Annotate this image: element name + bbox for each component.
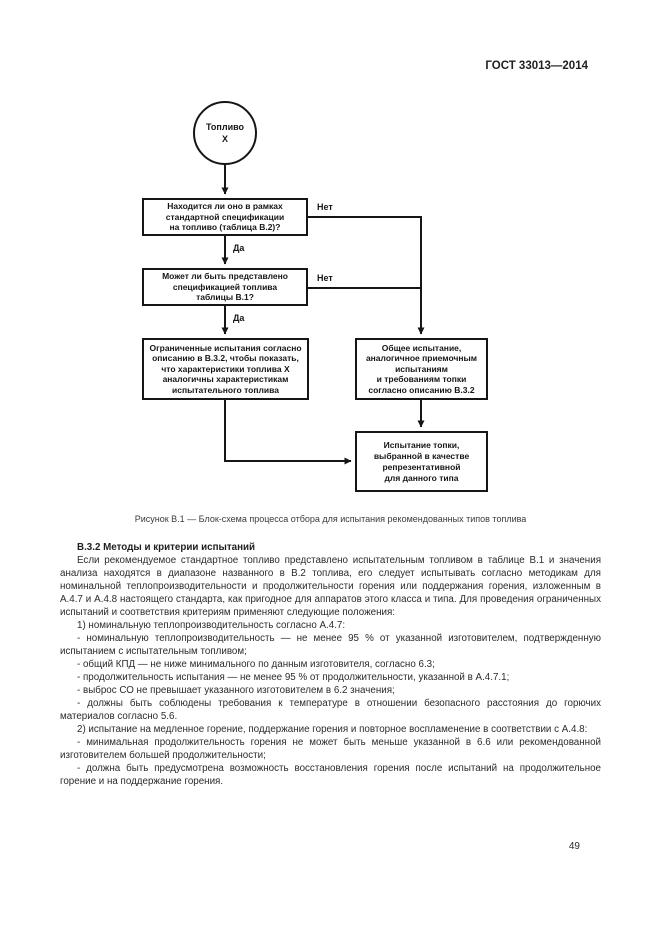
connector-limited-to-final xyxy=(224,400,352,465)
paragraph-item-1: 1) номинальную теплопроизводительность с… xyxy=(77,620,346,631)
flowchart-box-general-tests: Общее испытание, аналогичное приемочным … xyxy=(355,338,488,400)
page-number: 49 xyxy=(568,841,580,852)
paragraph-item-2: 2) испытание на медленное горение, подде… xyxy=(77,724,588,735)
flowchart-box-limited-tests: Ограниченные испытания согласно описанию… xyxy=(142,338,309,400)
branch-label-yes-2: Да xyxy=(233,313,245,323)
flowchart-decision-spec-b1: Может ли быть представлено спецификацией… xyxy=(142,268,308,306)
figure-caption: Рисунок В.1 — Блок-схема процесса отбора… xyxy=(134,514,527,524)
flowchart-box-final-test: Испытание топки, выбранной в качестве ре… xyxy=(355,431,488,492)
paragraph-bullet-nominal: - номинальную теплопроизводительность — … xyxy=(60,633,601,657)
paragraph-bullet-kpd: - общий КПД — не ниже минимального по да… xyxy=(77,659,435,670)
paragraph-bullet-min-duration: - минимальная продолжительность горения … xyxy=(60,737,601,761)
section-body: В.3.2 Методы и критерии испытаний Если р… xyxy=(60,541,601,788)
paragraph-bullet-temperature: - должны быть соблюдены требования к тем… xyxy=(60,698,601,722)
paragraph-bullet-co: - выброс СО не превышает указанного изго… xyxy=(77,685,395,696)
branch-label-no-2: Нет xyxy=(317,273,333,283)
standard-number-header: ГОСТ 33013—2014 xyxy=(485,60,588,72)
paragraph-bullet-duration: - продолжительность испытания — не менее… xyxy=(77,672,510,683)
section-heading: В.3.2 Методы и критерии испытаний xyxy=(77,542,256,553)
paragraph-bullet-reignition: - должна быть предусмотрена возможность … xyxy=(60,763,601,787)
branch-label-yes-1: Да xyxy=(233,243,245,253)
flowchart-decision-spec-b2: Находится ли оно в рамках стандартной сп… xyxy=(142,198,308,236)
paragraph-intro: Если рекомендуемое стандартное топливо п… xyxy=(60,555,601,618)
branch-label-no-1: Нет xyxy=(317,202,333,212)
flowchart-start-node: Топливо X xyxy=(193,101,257,165)
